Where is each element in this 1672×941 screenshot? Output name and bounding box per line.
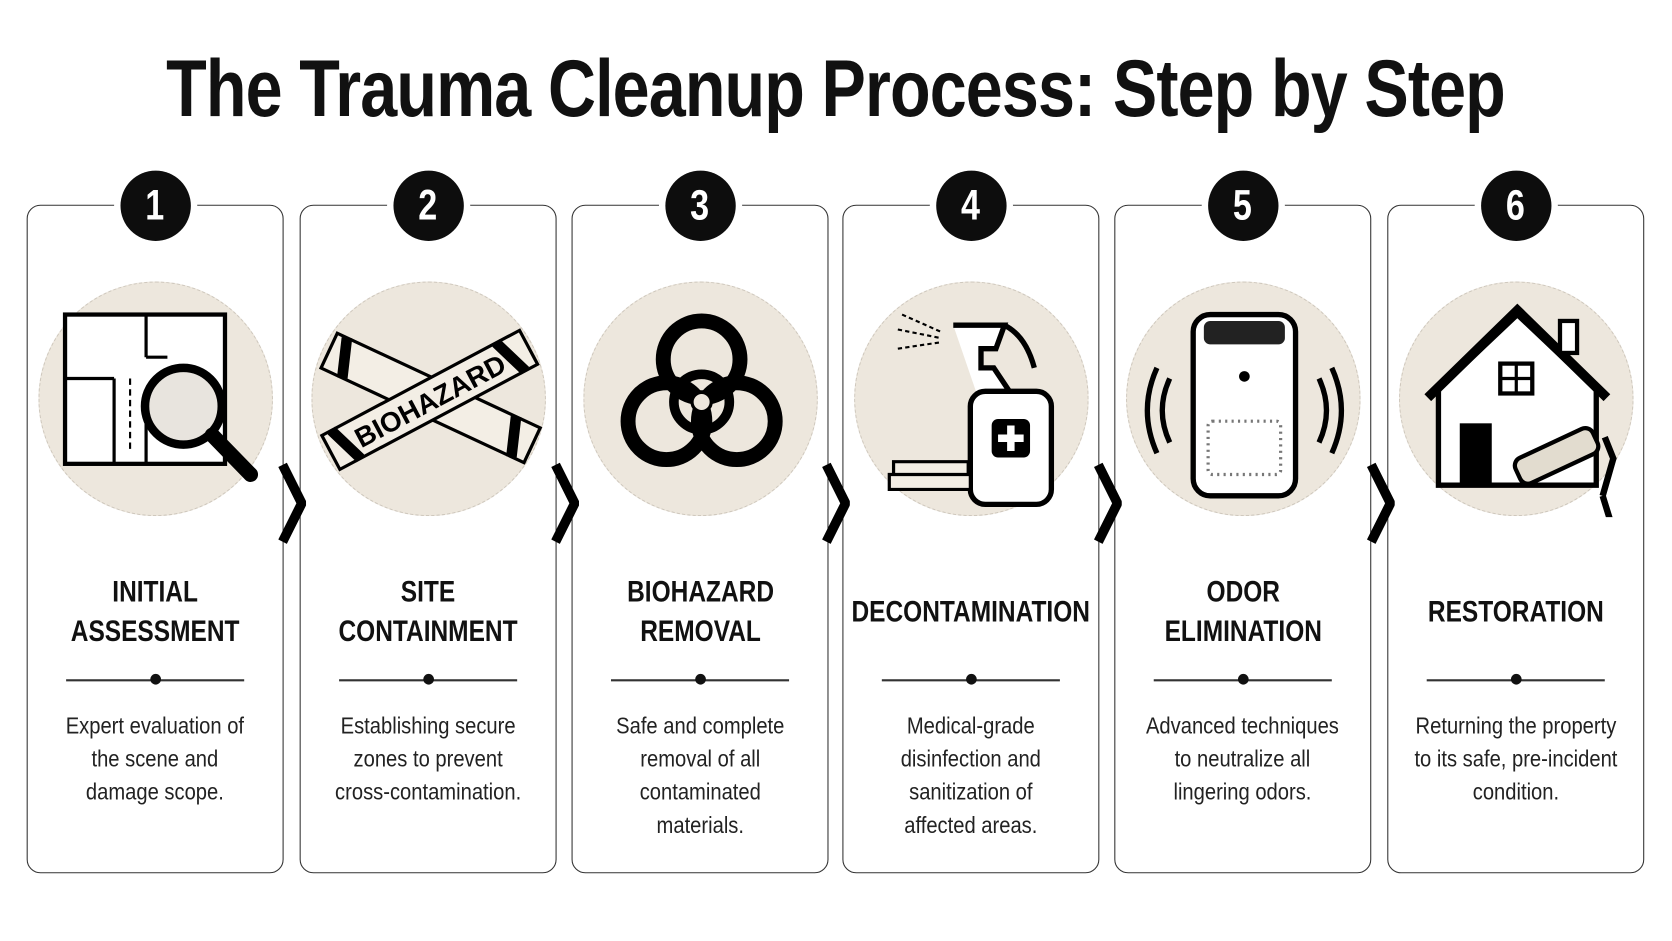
step-card-5: 5 ODOR ELIMINATION Advanced techniques t… [1114,170,1372,874]
step-title-text: SITE CONTAINMENT [338,574,518,648]
chevron-right-icon [1094,462,1122,544]
divider-dot [965,673,977,685]
step-number-badge: 6 [1480,170,1551,241]
step-description: Medical-grade disinfection and sanitizat… [852,709,1090,841]
step-description-text: Returning the property to its safe, pre-… [1414,712,1618,806]
step-title: ODOR ELIMINATION [1115,568,1370,653]
spray-bottle-icon [853,281,1089,517]
divider-dot [1510,673,1522,685]
biohazard-tape-icon: BIOHAZARD [310,281,546,517]
step-title: BIOHAZARD REMOVAL [573,568,828,653]
divider-dot [1237,673,1249,685]
chevron-right-icon [822,462,850,544]
step-description-text: Advanced techniques to neutralize all li… [1146,712,1340,806]
step-number-badge: 4 [935,170,1007,241]
step-description: Establishing secure zones to prevent cro… [309,709,547,808]
chevron-right-icon [1366,462,1395,544]
step-number: 6 [1506,182,1526,230]
step-title: SITE CONTAINMENT [301,568,556,653]
step-description-text: Safe and complete removal of all contami… [615,712,785,839]
chevron-right-icon [278,462,307,544]
title-text: The Trauma Cleanup Process: Step by Step [166,43,1507,135]
air-purifier-icon [1125,281,1361,517]
step-number: 1 [145,182,165,230]
step-title-text: DECONTAMINATION [851,594,1091,628]
page-title: The Trauma Cleanup Process: Step by Step [0,43,1672,136]
step-description: Safe and complete removal of all contami… [581,709,819,841]
step-title-text: ODOR ELIMINATION [1164,574,1322,648]
step-card-1: 1 INITIAL ASSESSMENT Expert evaluation o… [26,170,284,874]
divider-dot [694,673,706,685]
step-number-badge: 2 [392,170,464,241]
biohazard-symbol-icon [582,281,818,517]
step-description: Advanced techniques to neutralize all li… [1124,709,1362,808]
step-number: 4 [961,182,981,230]
step-description-text: Expert evaluation of the scene and damag… [65,712,245,806]
step-title-text: INITIAL ASSESSMENT [70,574,240,648]
step-description-text: Establishing secure zones to prevent cro… [335,712,522,806]
step-title: DECONTAMINATION [843,568,1098,653]
step-description-text: Medical-grade disinfection and sanitizat… [900,712,1041,839]
divider-dot [422,673,434,685]
step-number-badge: 3 [664,170,736,241]
step-number: 3 [690,182,710,230]
step-card-4: 4 DECONTAMINATION Medical-grade disinfec… [842,170,1100,874]
chevron-right-icon [551,462,580,544]
divider-dot [149,673,161,685]
house-paint-roller-icon [1398,281,1634,518]
step-number: 2 [418,182,438,230]
floorplan-magnifier-icon [37,281,273,517]
step-card-6: 6 RESTORATION Returning the property to … [1387,170,1645,874]
step-title-text: RESTORATION [1427,594,1604,628]
step-title: RESTORATION [1388,568,1643,653]
step-number: 5 [1233,182,1253,230]
step-card-3: 3 BIOHAZARD REMOVAL Safe and complete re… [571,170,829,874]
step-description: Expert evaluation of the scene and damag… [36,709,274,808]
step-description: Returning the property to its safe, pre-… [1397,709,1635,808]
step-title: INITIAL ASSESSMENT [28,568,283,653]
step-number-badge: 1 [119,170,191,241]
step-number-badge: 5 [1207,170,1278,241]
step-card-2: 2 BIOHAZARD SITE CONTAINMENT Establishin… [299,170,557,874]
step-title-text: BIOHAZARD REMOVAL [626,574,774,648]
